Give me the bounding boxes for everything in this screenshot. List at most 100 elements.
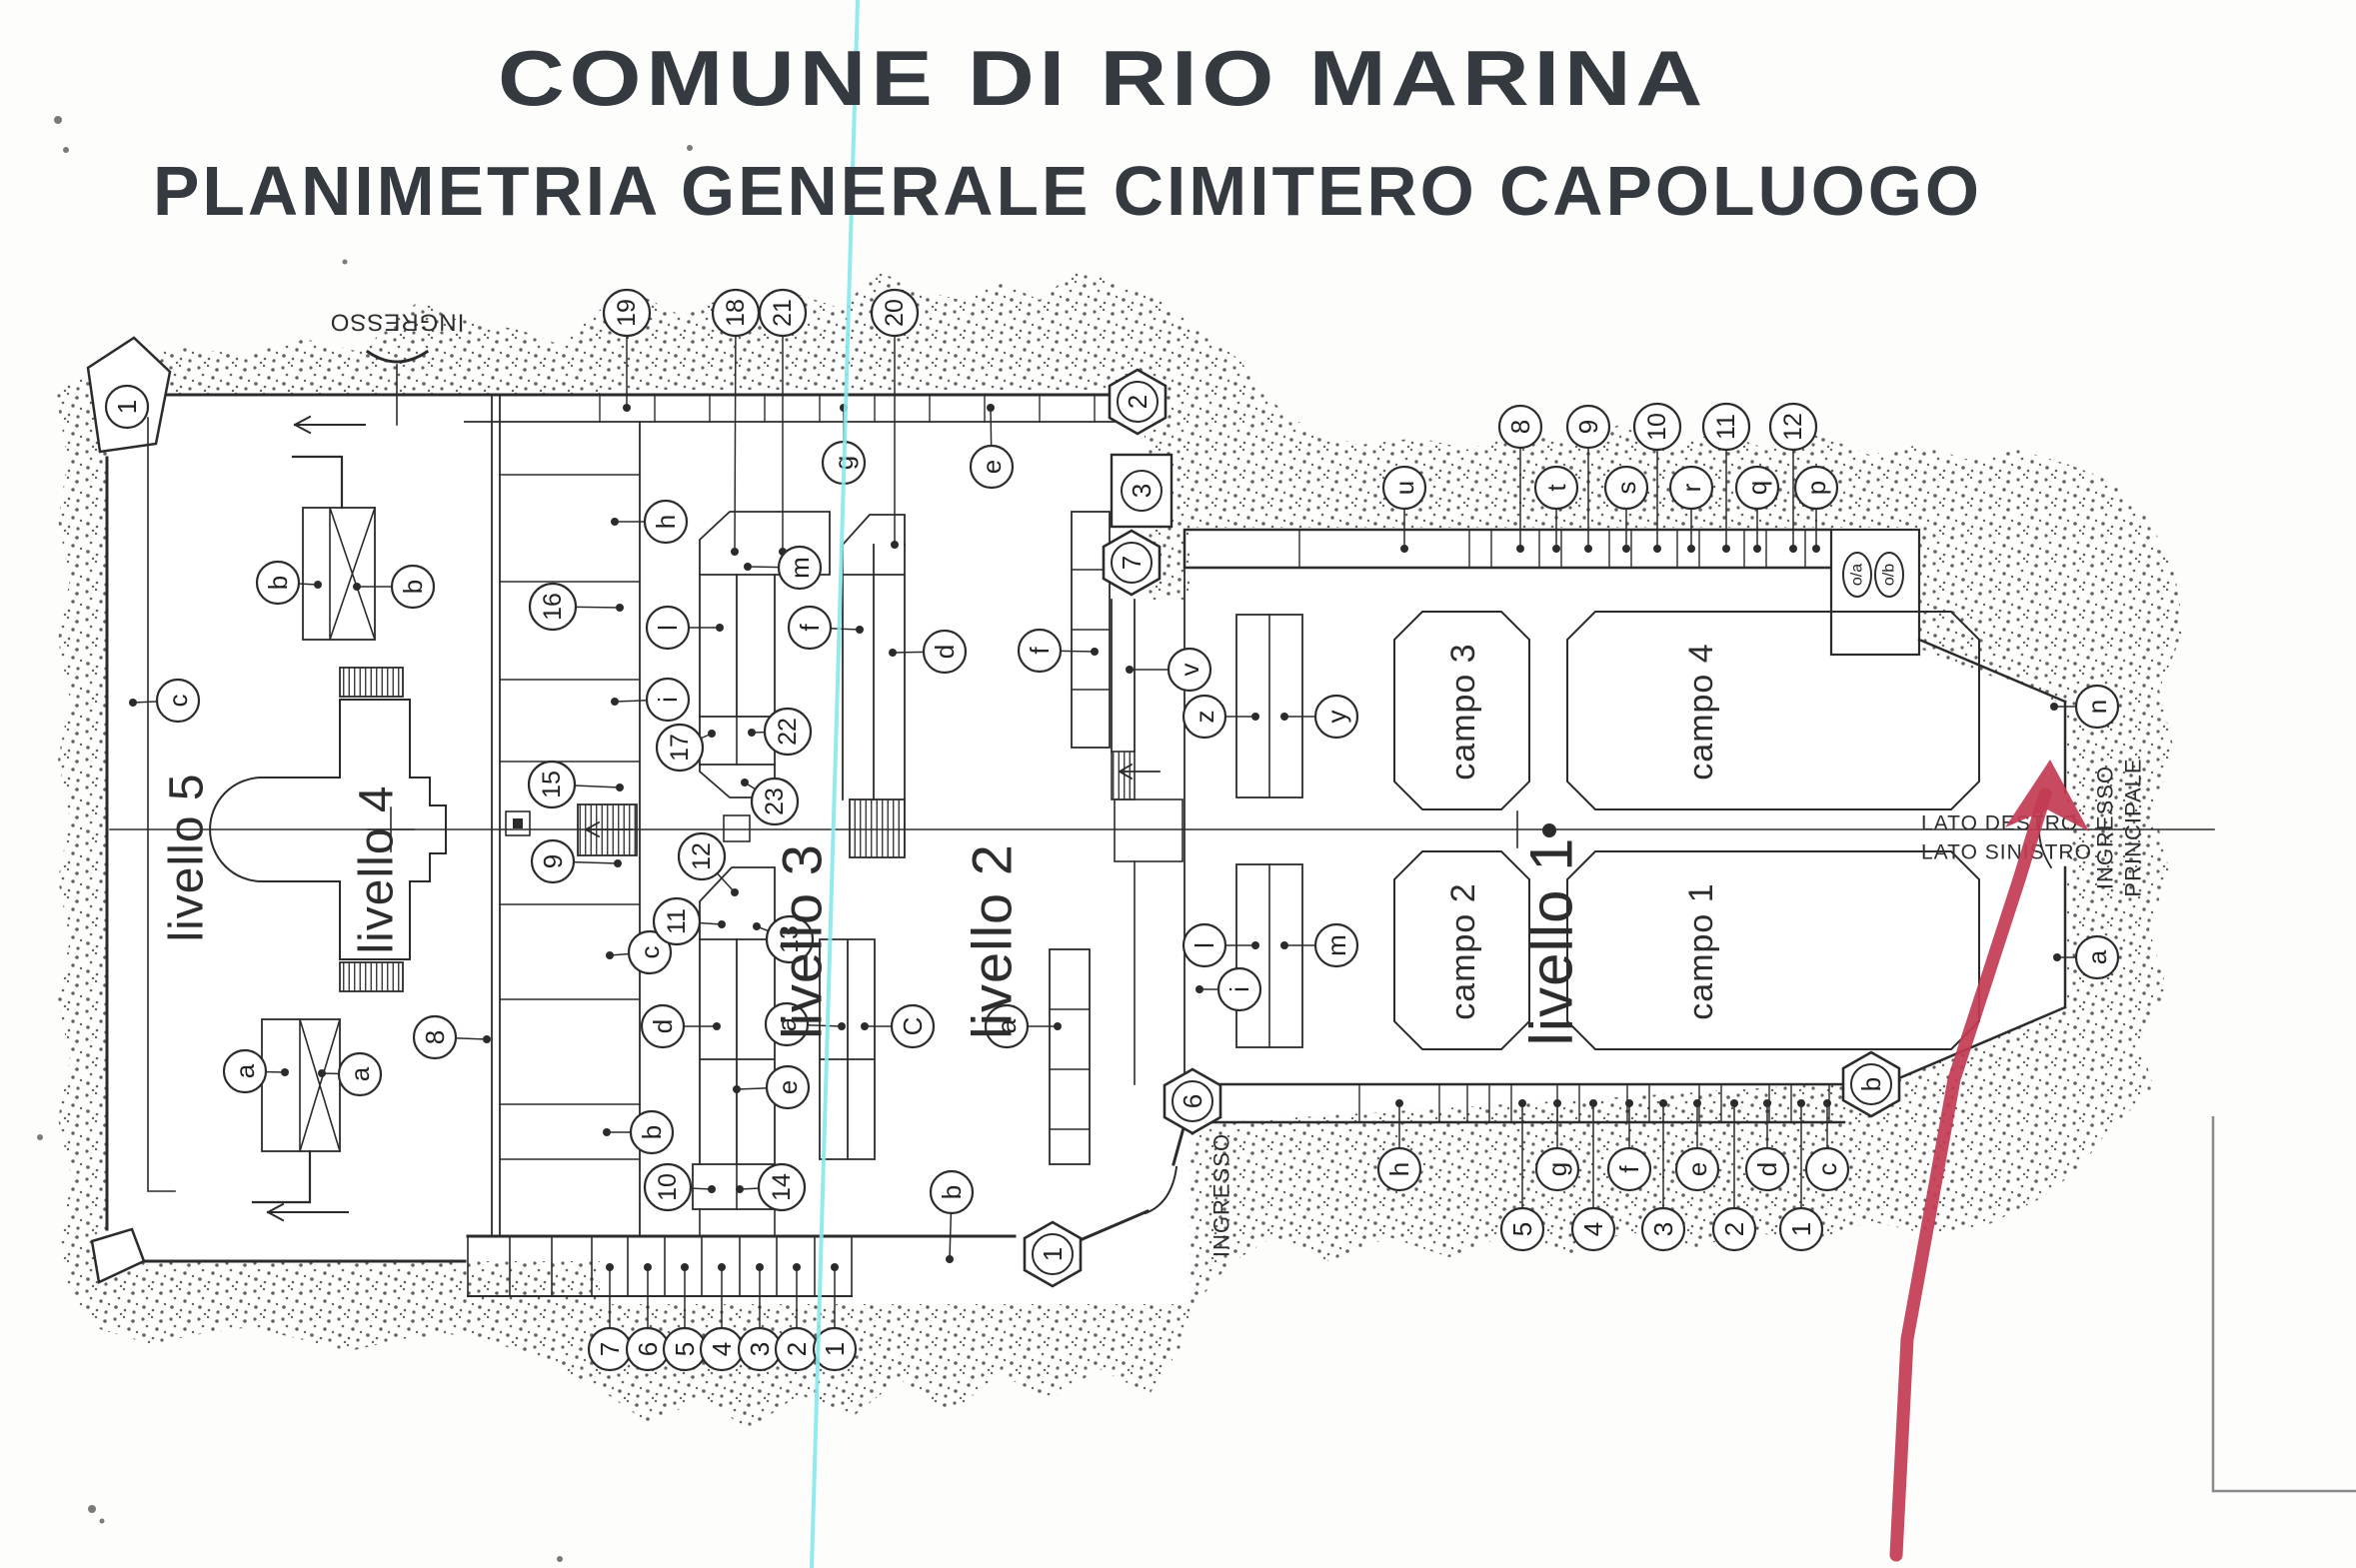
svg-text:m: m <box>785 557 815 579</box>
plan-marker-g: g <box>1534 1099 1580 1192</box>
svg-text:C: C <box>898 1017 928 1036</box>
plan-label: INGRESSO <box>330 309 465 336</box>
svg-text:a: a <box>230 1063 260 1078</box>
svg-text:8: 8 <box>420 1030 450 1044</box>
svg-text:2: 2 <box>1719 1222 1749 1236</box>
plan-marker-9: 9 <box>530 838 622 884</box>
svg-text:n: n <box>2082 700 2112 714</box>
plan-marker-d: d <box>1744 1099 1790 1192</box>
plan-marker-6: 6 <box>1163 1067 1222 1135</box>
plan-marker-f: f <box>1017 628 1099 674</box>
plan-marker-d: d <box>889 629 968 675</box>
svg-text:1: 1 <box>820 1342 850 1356</box>
svg-text:o/a: o/a <box>1849 564 1866 586</box>
plan-marker-c: c <box>606 929 673 975</box>
plan-marker-12: 12 <box>1768 402 1818 553</box>
svg-text:b: b <box>937 1185 967 1199</box>
svg-text:z: z <box>1189 711 1219 724</box>
plan-marker-a: a <box>984 1003 1062 1049</box>
svg-text:6: 6 <box>1178 1094 1207 1108</box>
axis-node-dot <box>1542 823 1556 837</box>
plan-marker-1: 1 <box>812 1263 858 1372</box>
plan-marker-20: 20 <box>870 288 920 549</box>
plan-marker-19: 19 <box>602 288 652 412</box>
svg-text:12: 12 <box>1779 413 1807 441</box>
svg-text:d: d <box>648 1019 678 1033</box>
plan-marker-13: 13 <box>753 914 815 964</box>
plan-marker-u: u <box>1381 465 1427 553</box>
plan-marker-1: 1 <box>1778 1099 1824 1252</box>
svg-text:a: a <box>772 1016 802 1031</box>
svg-text:8: 8 <box>1505 420 1535 434</box>
plan-marker-10: 10 <box>643 1162 716 1212</box>
svg-text:i: i <box>653 697 683 703</box>
plan-marker-h: h <box>1376 1099 1422 1192</box>
svg-text:p: p <box>1801 481 1831 495</box>
right-section <box>1182 528 2067 1124</box>
svg-text:o/b: o/b <box>1881 564 1898 586</box>
plan-marker-v: v <box>1126 647 1212 693</box>
plan-marker-o-b: o/b <box>1874 552 1904 598</box>
svg-text:19: 19 <box>613 299 641 327</box>
plan-marker-b: b <box>929 1169 975 1263</box>
svg-text:b: b <box>263 576 293 590</box>
plan-marker-l: l <box>1181 922 1259 968</box>
plan-marker-r: r <box>1668 465 1714 553</box>
svg-text:u: u <box>1389 481 1419 495</box>
svg-text:3: 3 <box>745 1342 775 1356</box>
plan-label: livello 5 <box>161 773 214 941</box>
svg-text:13: 13 <box>776 925 804 953</box>
svg-text:22: 22 <box>774 718 802 746</box>
plan-label: campo 4 <box>1682 643 1720 780</box>
plan-marker-23: 23 <box>741 777 800 826</box>
svg-text:b: b <box>398 580 428 594</box>
svg-text:v: v <box>1175 664 1204 677</box>
svg-text:e: e <box>773 1080 803 1094</box>
plan-label: LATO SINISTRO <box>1921 841 2092 864</box>
svg-text:t: t <box>1541 484 1571 492</box>
svg-text:h: h <box>651 515 681 529</box>
svg-text:r: r <box>1676 483 1706 492</box>
plan-marker-9: 9 <box>1565 404 1611 553</box>
plan-label: campo 3 <box>1444 643 1482 780</box>
svg-text:b: b <box>1856 1077 1886 1091</box>
plan-marker-t: t <box>1533 465 1579 553</box>
plan-marker-1: 1 <box>104 384 150 430</box>
svg-text:11: 11 <box>1712 414 1740 440</box>
plan-marker-14: 14 <box>736 1162 807 1212</box>
svg-text:7: 7 <box>595 1342 625 1356</box>
plan-marker-8: 8 <box>1497 404 1543 553</box>
plan-marker-3: 3 <box>1640 1099 1686 1252</box>
svg-text:15: 15 <box>538 771 566 798</box>
plan-label: livello 3 <box>771 843 834 1039</box>
svg-text:3: 3 <box>1127 484 1157 498</box>
plan-marker-a: a <box>2053 934 2120 980</box>
page-title: COMUNE DI RIO MARINA <box>498 34 1707 122</box>
svg-text:l: l <box>1189 942 1219 948</box>
svg-text:5: 5 <box>1507 1222 1537 1236</box>
plan-marker-q: q <box>1734 465 1780 553</box>
plan-marker-15: 15 <box>527 760 624 809</box>
svg-text:17: 17 <box>666 734 694 762</box>
svg-text:c: c <box>1812 1163 1842 1176</box>
plan-marker-l: l <box>645 605 724 651</box>
svg-text:l: l <box>653 625 683 631</box>
plan-label: livello 4 <box>351 784 404 953</box>
scan-line <box>810 0 860 1568</box>
plan-label: LATO DESTRO <box>1921 812 2078 835</box>
svg-text:c: c <box>635 946 665 959</box>
svg-text:f: f <box>1025 647 1055 655</box>
svg-text:e: e <box>977 460 1007 474</box>
svg-text:c: c <box>163 695 193 708</box>
plan-marker-c: c <box>129 678 201 724</box>
plan-marker-y: y <box>1280 694 1359 740</box>
plan-marker-5: 5 <box>662 1263 708 1372</box>
plan-marker-3: 3 <box>1110 453 1174 529</box>
plan-marker-m: m <box>744 545 823 591</box>
plan-marker-C: C <box>861 1003 936 1049</box>
plan-marker-a: a <box>318 1051 383 1097</box>
plan-marker-b: b <box>255 560 322 606</box>
svg-text:2: 2 <box>782 1342 812 1356</box>
svg-text:q: q <box>1742 481 1772 495</box>
svg-text:20: 20 <box>881 299 909 327</box>
